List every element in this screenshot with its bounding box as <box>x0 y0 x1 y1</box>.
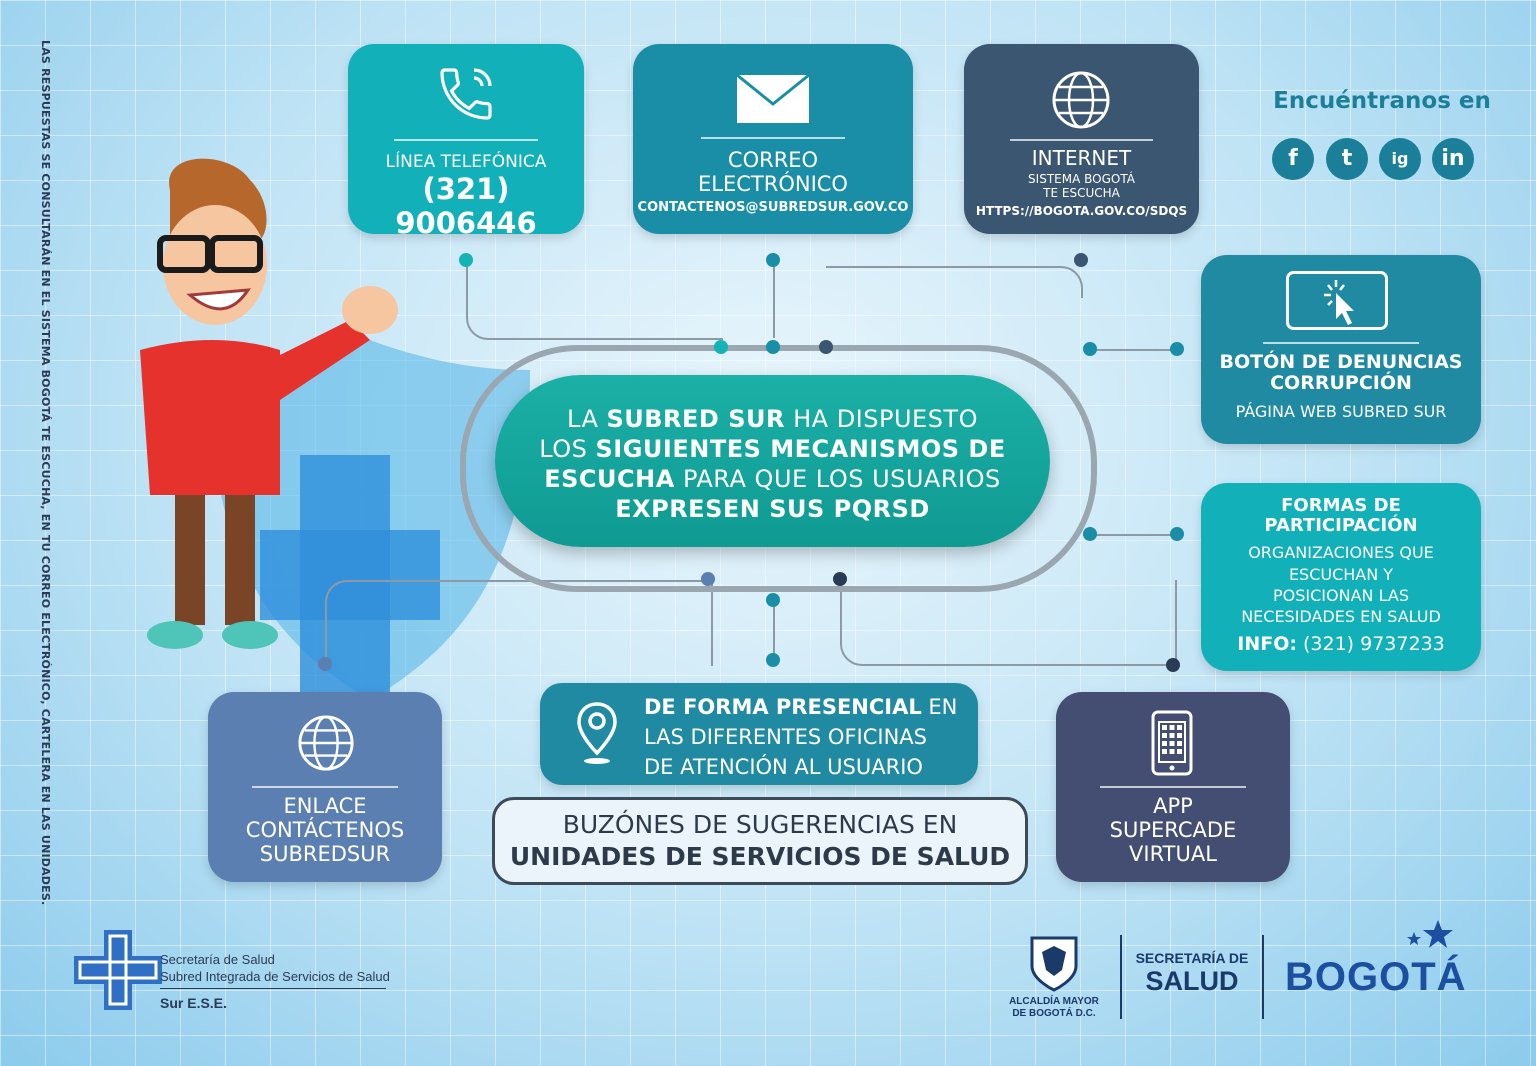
presencial-card: DE FORMA PRESENCIAL EN LAS DIFERENTES OF… <box>540 683 978 785</box>
participacion-sub-2: ESCUCHAN Y <box>1288 565 1394 584</box>
dot-enlace-top <box>701 572 715 586</box>
enlace-label-2: CONTÁCTENOS <box>245 818 405 842</box>
dot-participacion-left <box>1083 527 1097 541</box>
buzones-line-2: UNIDADES DE SERVICIOS DE SALUD <box>509 842 1011 871</box>
denuncias-label-2: CORRUPCIÓN <box>1270 372 1412 394</box>
dot-internet-top <box>1074 253 1088 267</box>
participacion-label-2: PARTICIPACIÓN <box>1264 515 1418 536</box>
internet-card[interactable]: INTERNET SISTEMA BOGOTÁ TE ESCUCHA HTTPS… <box>964 44 1199 234</box>
center-line-3: ESCUCHA PARA QUE LOS USUARIOS <box>544 465 1001 493</box>
shield-decoration <box>210 340 530 700</box>
social-title: Encuéntranos en <box>1273 88 1491 114</box>
dot-internet-bottom <box>819 340 833 354</box>
subred-logo-icon <box>74 930 162 1010</box>
side-note-text: LAS RESPUESTAS SE CONSULTARÁN EN EL SIST… <box>39 40 52 906</box>
dot-phone-top <box>459 253 473 267</box>
denuncias-card[interactable]: BOTÓN DE DENUNCIAS CORRUPCIÓN PÁGINA WEB… <box>1201 255 1481 444</box>
email-card[interactable]: CORREO ELECTRÓNICO CONTACTENOS@SUBREDSUR… <box>633 44 913 234</box>
enlace-label-3: SUBREDSUR <box>259 842 391 866</box>
buzones-line-1: BUZÓNES DE SUGERENCIAS EN <box>562 810 958 839</box>
center-line-2: LOS SIGUIENTES MECANISMOS DE <box>539 435 1006 463</box>
center-message: LA SUBRED SUR HA DISPUESTO LOS SIGUIENTE… <box>495 375 1050 547</box>
dot-email-top <box>766 253 780 267</box>
smartphone-icon <box>1151 710 1193 776</box>
connector-app <box>840 580 1177 666</box>
footer-left-rule <box>160 988 386 989</box>
connector-enlace <box>325 580 713 666</box>
dot-phone-bottom <box>714 340 728 354</box>
connector-phone <box>466 266 723 340</box>
location-pin-icon <box>577 702 617 764</box>
connector-internet <box>826 266 1083 298</box>
dot-denuncias-left <box>1083 342 1097 356</box>
footer-bogota: BOGOTÁ <box>1285 955 1467 999</box>
facebook-icon[interactable]: f <box>1272 138 1314 180</box>
envelope-icon <box>736 74 810 123</box>
bogota-stars-icon <box>1407 920 1453 948</box>
internet-label: INTERNET <box>1031 146 1132 170</box>
globe-icon <box>298 715 354 771</box>
dot-presencial-bottom <box>766 653 780 667</box>
cursor-click-icon <box>1286 271 1388 330</box>
dot-denuncias-right <box>1170 342 1184 356</box>
presencial-line-1: DE FORMA PRESENCIAL EN <box>644 695 958 719</box>
connector-presencial <box>773 600 775 660</box>
phone-card[interactable]: LÍNEA TELEFÓNICA (321) 9006446 <box>348 44 584 240</box>
participacion-card[interactable]: FORMAS DE PARTICIPACIÓN ORGANIZACIONES Q… <box>1201 483 1481 671</box>
footer-alcaldia-1: ALCALDÍA MAYOR <box>1009 996 1099 1007</box>
footer-divider-2 <box>1262 935 1264 1019</box>
footer-alcaldia-2: DE BOGOTÁ D.C. <box>1012 1008 1096 1019</box>
dot-participacion-right <box>1170 527 1184 541</box>
dot-presencial-top <box>766 593 780 607</box>
center-line-1: LA SUBRED SUR HA DISPUESTO <box>567 405 978 433</box>
phone-icon <box>440 68 492 120</box>
dot-enlace-bottom <box>318 657 332 671</box>
connector-participacion <box>1090 534 1178 536</box>
phone-label: LÍNEA TELEFÓNICA <box>385 152 547 172</box>
app-label-1: APP <box>1153 794 1193 818</box>
participacion-label-1: FORMAS DE <box>1281 495 1401 516</box>
twitter-icon[interactable]: t <box>1326 138 1368 180</box>
denuncias-label-1: BOTÓN DE DENUNCIAS <box>1219 351 1463 373</box>
participacion-info[interactable]: INFO: (321) 9737233 <box>1237 633 1445 655</box>
footer-left-3: Sur E.S.E. <box>160 995 227 1011</box>
linkedin-icon[interactable]: in <box>1432 138 1474 180</box>
dot-app-bottom <box>1166 658 1180 672</box>
footer-left-1: Secretaría de Salud <box>160 952 275 967</box>
connector-email <box>773 266 775 338</box>
footer-secretaria-1: SECRETARÍA DE <box>1135 950 1249 966</box>
participacion-sub-1: ORGANIZACIONES QUE <box>1248 543 1434 562</box>
internet-sub-2: TE ESCUCHA <box>1043 186 1120 200</box>
alcaldia-shield-icon <box>1030 936 1078 992</box>
presencial-line-3: DE ATENCIÓN AL USUARIO <box>644 755 923 779</box>
footer-secretaria-2: SALUD <box>1145 966 1239 996</box>
email-label-1: CORREO <box>727 148 819 172</box>
dot-email-bottom <box>766 340 780 354</box>
mascot-illustration <box>140 158 398 649</box>
email-label-2: ELECTRÓNICO <box>698 172 848 196</box>
presencial-line-2: LAS DIFERENTES OFICINAS <box>644 725 927 749</box>
email-address[interactable]: CONTACTENOS@SUBREDSUR.GOV.CO <box>637 200 909 215</box>
footer-left-2: Subred Integrada de Servicios de Salud <box>160 969 390 984</box>
participacion-sub-4: NECESIDADES EN SALUD <box>1241 607 1441 626</box>
dot-app-top <box>833 572 847 586</box>
buzones-box: BUZÓNES DE SUGERENCIAS EN UNIDADES DE SE… <box>492 797 1028 885</box>
app-label-2: SUPERCADE <box>1109 818 1237 842</box>
globe-icon <box>1052 71 1110 129</box>
enlace-card[interactable]: ENLACE CONTÁCTENOS SUBREDSUR <box>208 692 442 882</box>
cross-horizontal <box>260 530 440 620</box>
instagram-icon[interactable]: ig <box>1379 138 1421 180</box>
center-line-4: EXPRESEN SUS PQRSD <box>615 495 930 523</box>
phone-number[interactable]: (321) 9006446 <box>395 172 537 240</box>
side-note: LAS RESPUESTAS SE CONSULTARÁN EN EL SIST… <box>22 40 52 920</box>
footer-divider-1 <box>1120 935 1122 1019</box>
app-label-3: VIRTUAL <box>1129 842 1217 866</box>
participacion-sub-3: POSICIONAN LAS <box>1273 586 1409 605</box>
internet-sub-1: SISTEMA BOGOTÁ <box>1028 172 1135 186</box>
connector-denuncias <box>1090 349 1178 351</box>
denuncias-sub: PÁGINA WEB SUBRED SUR <box>1235 402 1447 421</box>
app-card[interactable]: APP SUPERCADE VIRTUAL <box>1056 692 1290 882</box>
enlace-label-1: ENLACE <box>283 794 367 818</box>
internet-url[interactable]: HTTPS://BOGOTA.GOV.CO/SDQS <box>975 204 1188 218</box>
